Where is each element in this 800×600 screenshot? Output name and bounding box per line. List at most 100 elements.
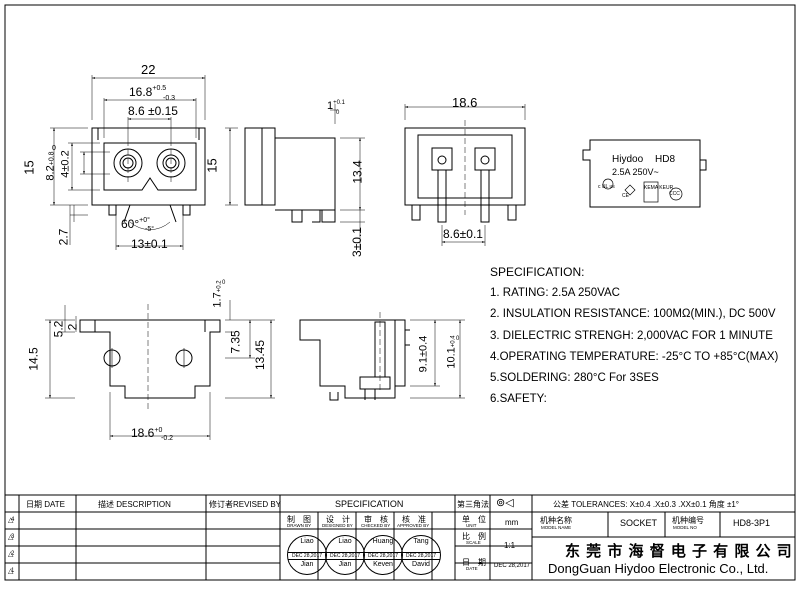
tb-designed-by: 设 计 — [326, 515, 350, 524]
dim-cut-186-tol-lo-label: -0.2 — [161, 435, 174, 442]
label-brand: Hiydoo — [612, 154, 644, 165]
spec-item: 3. DIELECTRIC STRENGH: 2,000VAC FOR 1 MI… — [490, 329, 773, 342]
signature-bottom: Keven — [373, 561, 393, 568]
dim-side-1-tol-hi: +0.1 — [333, 100, 345, 106]
tb-designed-by-en: DESIGNED BY — [322, 523, 353, 528]
dim-top-pitch: 8.6 ±0.15 — [128, 104, 178, 118]
dim-rear-pitch: 8.6±0.1 — [443, 227, 483, 241]
signature-stamp: Liao DEC 28,2017 Jian — [287, 535, 327, 575]
dim-left-height: 15 — [21, 160, 37, 175]
dim-bottom-13: 13±0.1 — [131, 237, 168, 251]
dim-cut-145: 14.5 — [26, 347, 41, 371]
dim-top-width: 22 — [141, 62, 156, 77]
dim-side-134: 13.4 — [350, 160, 365, 184]
side-view — [225, 104, 365, 250]
tb-tolerances: 公差 TOLERANCES: X±0.4 .X±0.3 .XX±0.1 角度 ±… — [553, 500, 740, 509]
signature-stamp: Liao DEC 28,2017 Jian — [325, 535, 365, 575]
tb-model-name-label-en: MODEL NAME — [541, 525, 572, 530]
specification-title: SPECIFICATION: — [490, 265, 585, 279]
dim-side-height: 15 — [204, 158, 220, 173]
tb-company-cn: 东 莞 市 海 督 电 子 有 限 公 司 — [565, 543, 793, 560]
label-plate — [582, 139, 707, 208]
label-rating: 2.5A 250V~ — [612, 167, 659, 177]
rear-view — [404, 104, 526, 246]
tb-scale-value: 1:1 — [504, 541, 516, 550]
tb-model-no-value: HD8-3P1 — [733, 518, 771, 528]
tb-rev-marker: △3 — [8, 534, 15, 541]
tb-projection-symbol: ⊚◁ — [496, 497, 514, 509]
dim-cut-186-tol-hi: +0 — [154, 427, 163, 434]
tb-date-label: 日 期 — [462, 558, 486, 567]
dim-left-82-tol-lo-label: 0 — [52, 145, 56, 152]
tb-spec-col: SPECIFICATION — [335, 499, 404, 509]
tb-date-value: DEC 28,2017 — [494, 563, 531, 569]
tb-rev-marker: △4 — [8, 517, 15, 524]
signature-top: Liao — [300, 538, 314, 545]
dim-cut-2: 2 — [65, 323, 80, 331]
dim-cut-735: 7.35 — [228, 330, 243, 354]
signature-top: Huang — [372, 538, 394, 545]
signature-date: DEC 28,2017 — [288, 552, 326, 560]
dim-left-82-tol: +0.8 — [48, 151, 56, 166]
tb-unit-value: mm — [505, 518, 519, 527]
tb-checked-by: 审 核 — [364, 515, 388, 524]
tb-model-name-value: SOCKET — [620, 518, 658, 528]
tb-approved-by: 核 准 — [402, 515, 426, 524]
dim-sec-101-tol-lo-label: 0 — [456, 336, 460, 342]
tb-drawn-by: 制 图 — [287, 515, 311, 524]
specification-block: SPECIFICATION: 1. RATING: 2.5A 250VAC 2.… — [490, 262, 790, 410]
dim-top-outer-tol-hi: +0.5 — [152, 85, 167, 92]
signature-stamp: Huang DEC 28,2017 Keven — [363, 535, 403, 575]
spec-item: 2. INSULATION RESISTANCE: 100MΩ(MIN.), D… — [490, 308, 776, 321]
dim-left-4: 4±0.2 — [59, 150, 72, 178]
label-model: HD8 — [655, 154, 676, 165]
dim-top-outer-tol-lo-label: -0.3 — [163, 95, 176, 102]
dim-angle-tol-lo-label: -5° — [145, 226, 155, 233]
signature-date: DEC 28,2017 — [326, 552, 364, 560]
spec-item: 1. RATING: 2.5A 250VAC — [490, 287, 620, 300]
label-mark-ul: c UL us — [598, 184, 615, 190]
tb-company-en: DongGuan Hiydoo Electronic Co., Ltd. — [548, 561, 769, 576]
dim-side-3: 3±0.1 — [349, 227, 364, 257]
dim-rear-width: 18.6 — [452, 95, 478, 110]
tb-rev-marker: △2 — [8, 551, 15, 558]
tb-rev-marker: △1 — [8, 568, 15, 575]
dim-angle: 60°+0° — [121, 217, 150, 231]
signature-date: DEC 28,2017 — [364, 552, 402, 560]
signature-date: DEC 28,2017 — [402, 552, 440, 560]
label-mark-ce: CE — [622, 193, 629, 199]
spec-item: 4.OPERATING TEMPERATURE: -25°C TO +85°C(… — [490, 350, 779, 363]
label-mark-ccc: CCC — [669, 191, 680, 197]
tb-desc-col: 描述 DESCRIPTION — [98, 500, 171, 509]
dim-cut-17-tol-lo-label: 0 — [222, 280, 226, 286]
dim-cut-186: 18.6+0 — [131, 426, 163, 440]
dim-side-1: 1+0.1 — [327, 100, 345, 112]
dim-cut-1345: 13.45 — [253, 339, 268, 371]
tb-unit-label: 单 位 — [462, 515, 486, 524]
signature-top: Liao — [338, 538, 352, 545]
front-view — [50, 75, 206, 250]
cutout-view — [45, 300, 275, 440]
spec-item: 6.SAFETY: — [490, 393, 547, 406]
signature-bottom: Jian — [300, 561, 314, 568]
tb-drawn-by-en: DRAWN BY — [287, 523, 312, 528]
signature-top: Tang — [413, 538, 429, 545]
tb-model-no-label: 机种编号 — [672, 516, 704, 525]
tb-scale-label: 比 例 — [462, 532, 486, 541]
tb-date-col: 日期 DATE — [26, 500, 65, 509]
tb-model-no-label-en: MODEL NO — [673, 525, 697, 530]
label-mark-kema: KEMA KEUR — [644, 185, 674, 191]
dim-cut-52: 5.2 — [51, 320, 66, 338]
dim-left-27: 2.7 — [56, 228, 71, 246]
signature-bottom: David — [412, 561, 430, 568]
tb-approved-by-en: APPROVED BY — [397, 523, 430, 528]
dim-left-82: 8.2+0.8 — [44, 151, 57, 181]
dim-side-1-tol-lo-label: 0 — [336, 110, 340, 116]
signature-stamp: Tang DEC 28,2017 David — [401, 535, 441, 575]
tb-projection: 第三角法 — [457, 500, 489, 509]
dim-top-outer: 16.8+0.5 — [129, 85, 167, 99]
tb-model-name-label: 机种名称 — [540, 516, 572, 525]
dim-sec-91: 9.1±0.4 — [417, 335, 430, 373]
tb-date-label-en: DATE — [466, 566, 478, 571]
dim-angle-tol-hi: +0° — [139, 217, 150, 224]
